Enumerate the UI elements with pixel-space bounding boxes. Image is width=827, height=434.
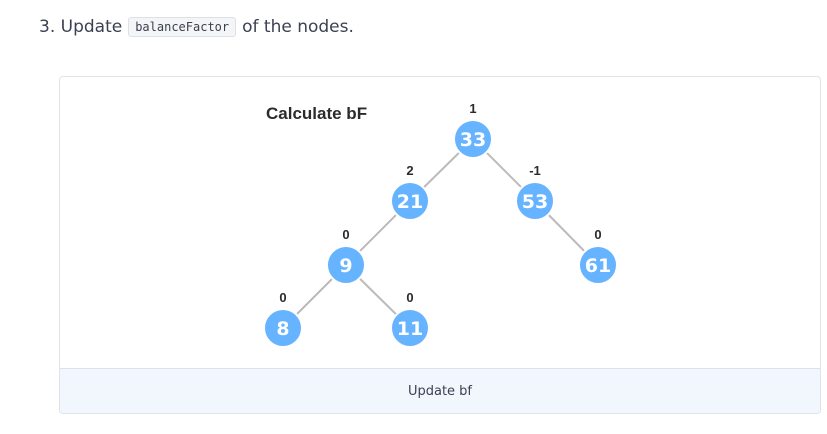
step-number-text: 3. Update xyxy=(39,17,123,37)
balance-factor-label: 0 xyxy=(594,227,601,242)
balance-factor-label: -1 xyxy=(529,163,541,178)
inline-code: balanceFactor xyxy=(128,17,237,37)
node-circle xyxy=(578,245,618,285)
tree-node: 80 xyxy=(263,290,303,348)
node-circle xyxy=(326,245,366,285)
node-circle xyxy=(515,181,555,221)
caption-text: Update bf xyxy=(407,383,473,399)
node-circle xyxy=(390,181,430,221)
step-heading: 3. Update balanceFactor of the nodes. xyxy=(39,17,354,37)
tree-node: 90 xyxy=(326,227,366,285)
balance-factor-label: 0 xyxy=(279,290,286,305)
node-circle xyxy=(263,308,303,348)
node-value: 8 xyxy=(276,318,289,340)
tree-node: 53 -1 xyxy=(515,163,555,221)
tree-node: 61 0 xyxy=(578,227,618,285)
node-value: 11 xyxy=(397,318,423,340)
figure-caption: Update bf xyxy=(60,368,820,413)
tree-node: 11 0 xyxy=(390,290,430,348)
node-value: 9 xyxy=(339,255,352,277)
node-circle xyxy=(453,119,493,159)
step-suffix-text: of the nodes. xyxy=(242,17,354,37)
balance-factor-label: 1 xyxy=(469,101,476,116)
node-value: 33 xyxy=(460,129,486,151)
balance-factor-label: 0 xyxy=(342,227,349,242)
balance-factor-label: 0 xyxy=(406,290,413,305)
node-circle xyxy=(390,308,430,348)
node-value: 21 xyxy=(397,191,423,213)
tree-node: 33 1 xyxy=(453,101,493,159)
node-value: 53 xyxy=(522,191,548,213)
tree-node: 21 2 xyxy=(390,163,430,221)
balance-factor-label: 2 xyxy=(406,163,413,178)
node-value: 61 xyxy=(585,255,611,277)
diagram-title: Calculate bF xyxy=(266,104,367,123)
edges-layer xyxy=(282,138,599,329)
